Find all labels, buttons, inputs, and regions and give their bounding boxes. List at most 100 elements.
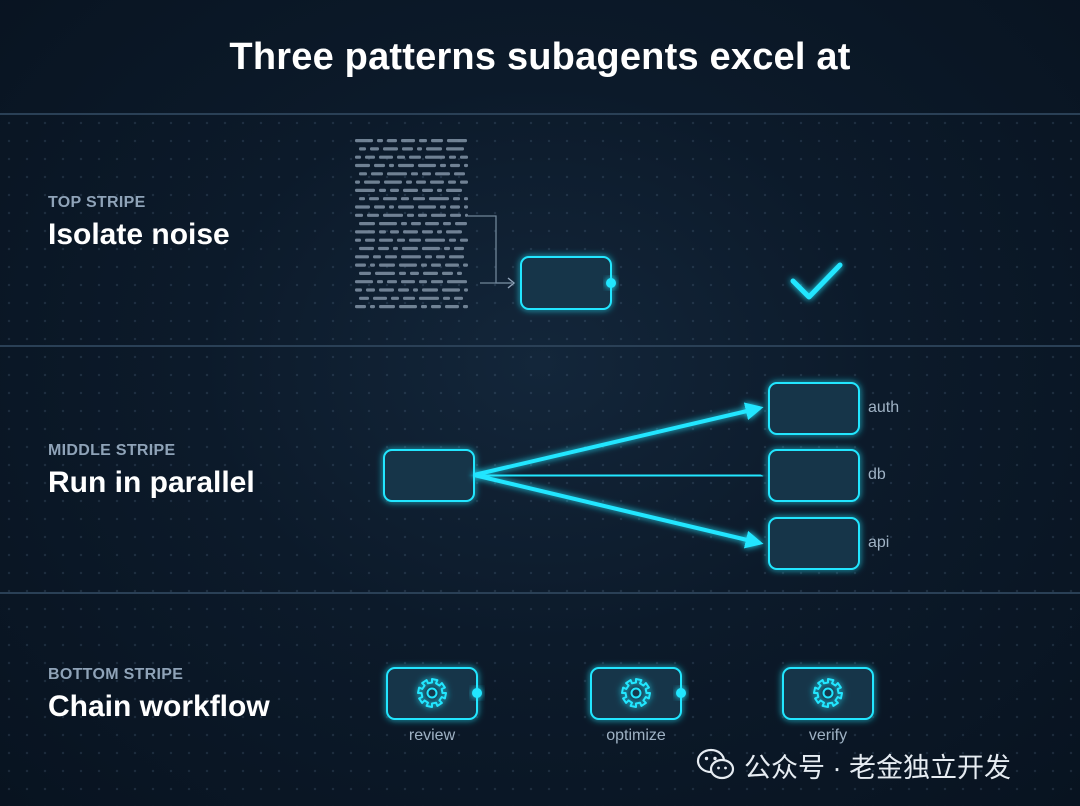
document-line: [425, 238, 445, 242]
node-auth: [768, 382, 860, 435]
doc-connector: [468, 215, 512, 284]
document-line: [453, 197, 460, 201]
document-line: [422, 172, 431, 176]
document-line: [454, 246, 464, 251]
document-line: [374, 205, 385, 209]
label-verify: verify: [808, 727, 848, 744]
document-line: [384, 180, 402, 184]
document-line: [355, 139, 373, 143]
divider-bottom: [0, 592, 1080, 594]
document-line: [369, 197, 379, 201]
document-line: [378, 246, 389, 251]
document-line: [359, 246, 374, 251]
document-line: [409, 238, 421, 242]
document-line: [383, 213, 403, 217]
document-line: [359, 197, 365, 201]
wechat-icon: [696, 748, 735, 780]
document-line: [379, 155, 393, 159]
node-port: [472, 688, 482, 698]
document-line: [377, 280, 383, 284]
document-line: [370, 147, 379, 151]
document-line: [403, 188, 418, 192]
document-line: [447, 280, 467, 284]
document-line: [370, 263, 375, 267]
watermark-text: 公众号 · 老金独立开发: [744, 752, 1011, 783]
document-line: [413, 197, 425, 201]
document-line: [443, 222, 451, 226]
document-line: [431, 280, 443, 284]
document-line: [390, 230, 399, 234]
document-line: [364, 180, 380, 184]
document-line: [379, 188, 386, 192]
document-line: [373, 296, 387, 300]
label-auth: auth: [868, 399, 900, 416]
document-line: [367, 213, 379, 217]
document-line: [355, 305, 366, 309]
document-line: [390, 188, 399, 192]
document-line: [418, 205, 436, 209]
document-line: [399, 271, 406, 275]
node-optimize: [590, 667, 682, 720]
document-line: [355, 213, 363, 217]
document-line: [355, 280, 373, 284]
node-db: [768, 449, 860, 502]
document-line: [377, 139, 383, 143]
document-line: [402, 147, 413, 151]
document-line: [449, 255, 464, 259]
document-line: [379, 230, 386, 234]
document-line: [355, 263, 366, 267]
document-line: [398, 163, 414, 168]
node-port: [606, 278, 616, 288]
document-line: [425, 222, 439, 226]
document-line: [431, 305, 441, 309]
document-line: [429, 197, 449, 201]
document-line: [431, 263, 441, 267]
document-line: [399, 263, 417, 267]
document-line: [463, 263, 468, 267]
parallel-source-node: [383, 449, 475, 502]
document-line: [355, 188, 375, 192]
document-line: [355, 180, 360, 184]
document-line: [454, 296, 463, 300]
document-line: [435, 172, 450, 176]
document-line: [370, 305, 375, 309]
document-line: [450, 205, 460, 209]
document-line: [355, 155, 361, 159]
document-line: [422, 230, 433, 234]
stripe-label-top: TOP STRIPE: [48, 194, 146, 211]
doc-connector-arrowhead: [507, 277, 516, 289]
document-line: [454, 172, 465, 176]
node-port: [676, 688, 686, 698]
document-line: [401, 222, 407, 226]
gear-icon: [621, 678, 651, 708]
document-line: [403, 296, 415, 300]
document-line: [419, 296, 439, 300]
document-line: [447, 139, 467, 143]
document-line: [411, 222, 421, 226]
document-line: [443, 296, 450, 300]
document-line: [425, 255, 432, 259]
document-line: [457, 271, 462, 275]
stripe-title-top: Isolate noise: [48, 218, 230, 251]
document-line: [385, 255, 397, 259]
document-line: [371, 172, 383, 176]
document-line: [398, 205, 414, 209]
document-line: [379, 288, 394, 292]
document-line: [460, 238, 468, 242]
document-line: [460, 180, 468, 184]
document-line: [355, 238, 361, 242]
document-line: [464, 197, 468, 201]
document-line: [387, 280, 397, 284]
document-line: [399, 305, 417, 309]
document-line: [444, 246, 450, 251]
document-line: [436, 255, 445, 259]
document-line: [379, 222, 397, 226]
document-line: [445, 263, 459, 267]
arrow-to-db: [473, 466, 764, 485]
document-line: [409, 155, 421, 159]
document-line: [374, 163, 385, 168]
document-line: [407, 213, 414, 217]
document-line: [446, 147, 464, 151]
document-line: [355, 230, 375, 234]
